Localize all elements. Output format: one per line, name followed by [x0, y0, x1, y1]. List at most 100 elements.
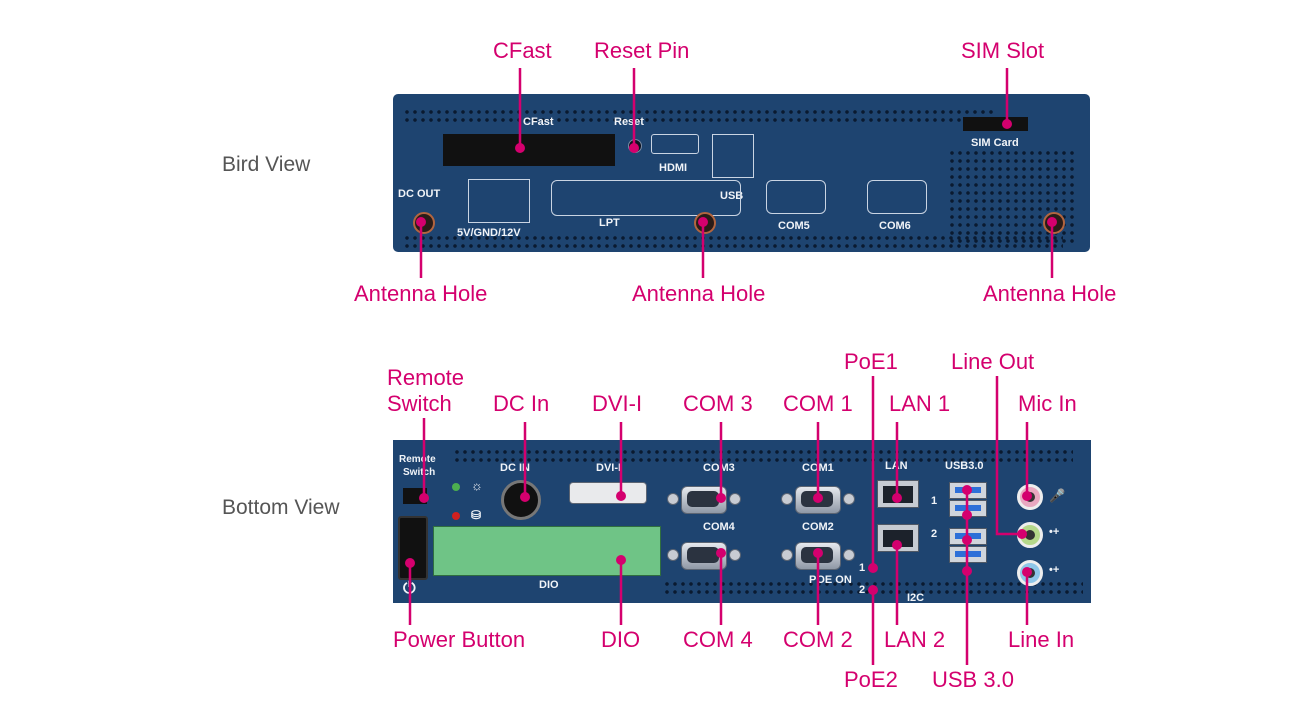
callout-com4: COM 4 — [683, 627, 753, 652]
usb-group-2-silk: 2 — [931, 528, 938, 540]
callout-remote-switch-line2: Switch — [387, 391, 452, 416]
storage-led-icon: ⛁ — [471, 508, 482, 522]
leader-dot — [1017, 529, 1027, 539]
mic-icon: 🎤 — [1049, 488, 1066, 503]
leader-dot — [698, 217, 708, 227]
leader-dot — [813, 493, 823, 503]
callout-sim-slot: SIM Slot — [961, 38, 1045, 63]
leader-dot — [616, 555, 626, 565]
dc-in-silk: DC IN — [500, 462, 530, 474]
line-out-jack[interactable] — [1017, 522, 1043, 548]
i2c-silk: I2C — [907, 592, 925, 604]
callout-poe1: PoE1 — [844, 349, 898, 374]
com3-silk: COM3 — [703, 462, 735, 474]
com2-silk: COM2 — [802, 521, 834, 533]
callout-lan2: LAN 2 — [884, 627, 946, 652]
leader-dot — [1047, 217, 1057, 227]
dc-out-silk: DC OUT — [398, 188, 441, 200]
leader-dot — [962, 535, 972, 545]
callout-dc-in: DC In — [493, 391, 550, 416]
lpt-silk: LPT — [599, 217, 620, 229]
vent-grille — [403, 234, 1063, 248]
leader-dot — [1022, 491, 1032, 501]
callout-com3: COM 3 — [683, 391, 753, 416]
dvi-silk: DVI-I — [596, 462, 622, 474]
leader-dot — [416, 217, 426, 227]
leader-dot — [813, 548, 823, 558]
hdmi-outline — [651, 134, 699, 154]
leader-dot — [515, 143, 525, 153]
callout-usb30: USB 3.0 — [932, 667, 1014, 692]
callout-line-out: Line Out — [951, 349, 1035, 374]
vent-grille — [453, 448, 1073, 462]
leader-dot — [962, 485, 972, 495]
callout-antenna-hole-left: Antenna Hole — [354, 281, 488, 306]
sim-card-silk: SIM Card — [971, 137, 1019, 149]
voltage-silk: 5V/GND/12V — [457, 227, 521, 239]
remote-switch-silk-2: Switch — [403, 467, 436, 478]
poe-2-silk: 2 — [859, 584, 866, 596]
leader-dot — [629, 143, 639, 153]
callout-power-button: Power Button — [393, 627, 526, 652]
line-out-icon: •+ — [1049, 526, 1060, 538]
usb-silk: USB — [720, 190, 744, 202]
callout-line-in: Line In — [1008, 627, 1075, 652]
com4-silk: COM4 — [703, 521, 735, 533]
callout-remote-switch-line1: Remote — [387, 365, 465, 390]
dc-out-connector-outline — [468, 179, 530, 223]
com5-outline — [766, 180, 826, 214]
leader-dot — [1002, 119, 1012, 129]
leader-dot — [892, 493, 902, 503]
callout-com1: COM 1 — [783, 391, 853, 416]
dvi-i-port[interactable] — [569, 482, 647, 504]
callout-poe2: PoE2 — [844, 667, 898, 692]
reset-silk: Reset — [614, 116, 644, 128]
callout-lan1: LAN 1 — [889, 391, 951, 416]
leader-dot — [1022, 567, 1032, 577]
usb-group-1-silk: 1 — [931, 495, 938, 507]
hdd-led-red — [452, 512, 460, 520]
bird-view-panel: CFast Reset HDMI USB SIM Card DC OUT 5V/… — [393, 94, 1090, 252]
leader-dot — [520, 492, 530, 502]
remote-switch-silk-1: Remote — [399, 454, 436, 465]
com6-outline — [867, 180, 927, 214]
com5-silk: COM5 — [778, 220, 810, 232]
com6-silk: COM6 — [879, 220, 911, 232]
leader-dot — [716, 493, 726, 503]
hdmi-silk: HDMI — [659, 162, 688, 174]
dio-terminal-block[interactable] — [433, 526, 661, 576]
leader-dot — [868, 585, 878, 595]
cfast-silk: CFast — [523, 116, 554, 128]
callout-dio: DIO — [601, 627, 641, 652]
leader-dot — [962, 510, 972, 520]
bottom-view-label: Bottom View — [222, 496, 340, 519]
callout-antenna-hole-middle: Antenna Hole — [632, 281, 766, 306]
bird-view-label: Bird View — [222, 153, 311, 176]
leader-dot — [716, 548, 726, 558]
callout-mic-in: Mic In — [1018, 391, 1077, 416]
callout-antenna-hole-right: Antenna Hole — [983, 281, 1117, 306]
leader-dot — [868, 563, 878, 573]
bottom-view-panel: Remote Switch ☼ ⛁ ⏻ DC IN DVI-I DIO COM3… — [393, 440, 1091, 604]
callout-com2: COM 2 — [783, 627, 853, 652]
callout-dvi-i: DVI-I — [592, 391, 643, 416]
leader-dot — [962, 566, 972, 576]
leader-dot — [419, 493, 429, 503]
vent-grille — [403, 108, 993, 126]
usb-outline — [712, 134, 754, 178]
poe-on-silk: POE ON — [809, 574, 852, 586]
line-in-icon: •+ — [1049, 564, 1060, 576]
usb30-silk: USB3.0 — [945, 460, 984, 472]
com4-port[interactable] — [667, 540, 741, 570]
cfast-slot — [443, 134, 615, 166]
power-button-rocker[interactable] — [398, 516, 428, 580]
callout-reset-pin: Reset Pin — [594, 38, 690, 63]
leader-dot — [892, 540, 902, 550]
callout-cfast: CFast — [493, 38, 552, 63]
leader-dot — [616, 491, 626, 501]
poe-1-silk: 1 — [859, 562, 866, 574]
dio-silk: DIO — [539, 579, 559, 591]
power-led-green — [452, 483, 460, 491]
leader-dot — [405, 558, 415, 568]
